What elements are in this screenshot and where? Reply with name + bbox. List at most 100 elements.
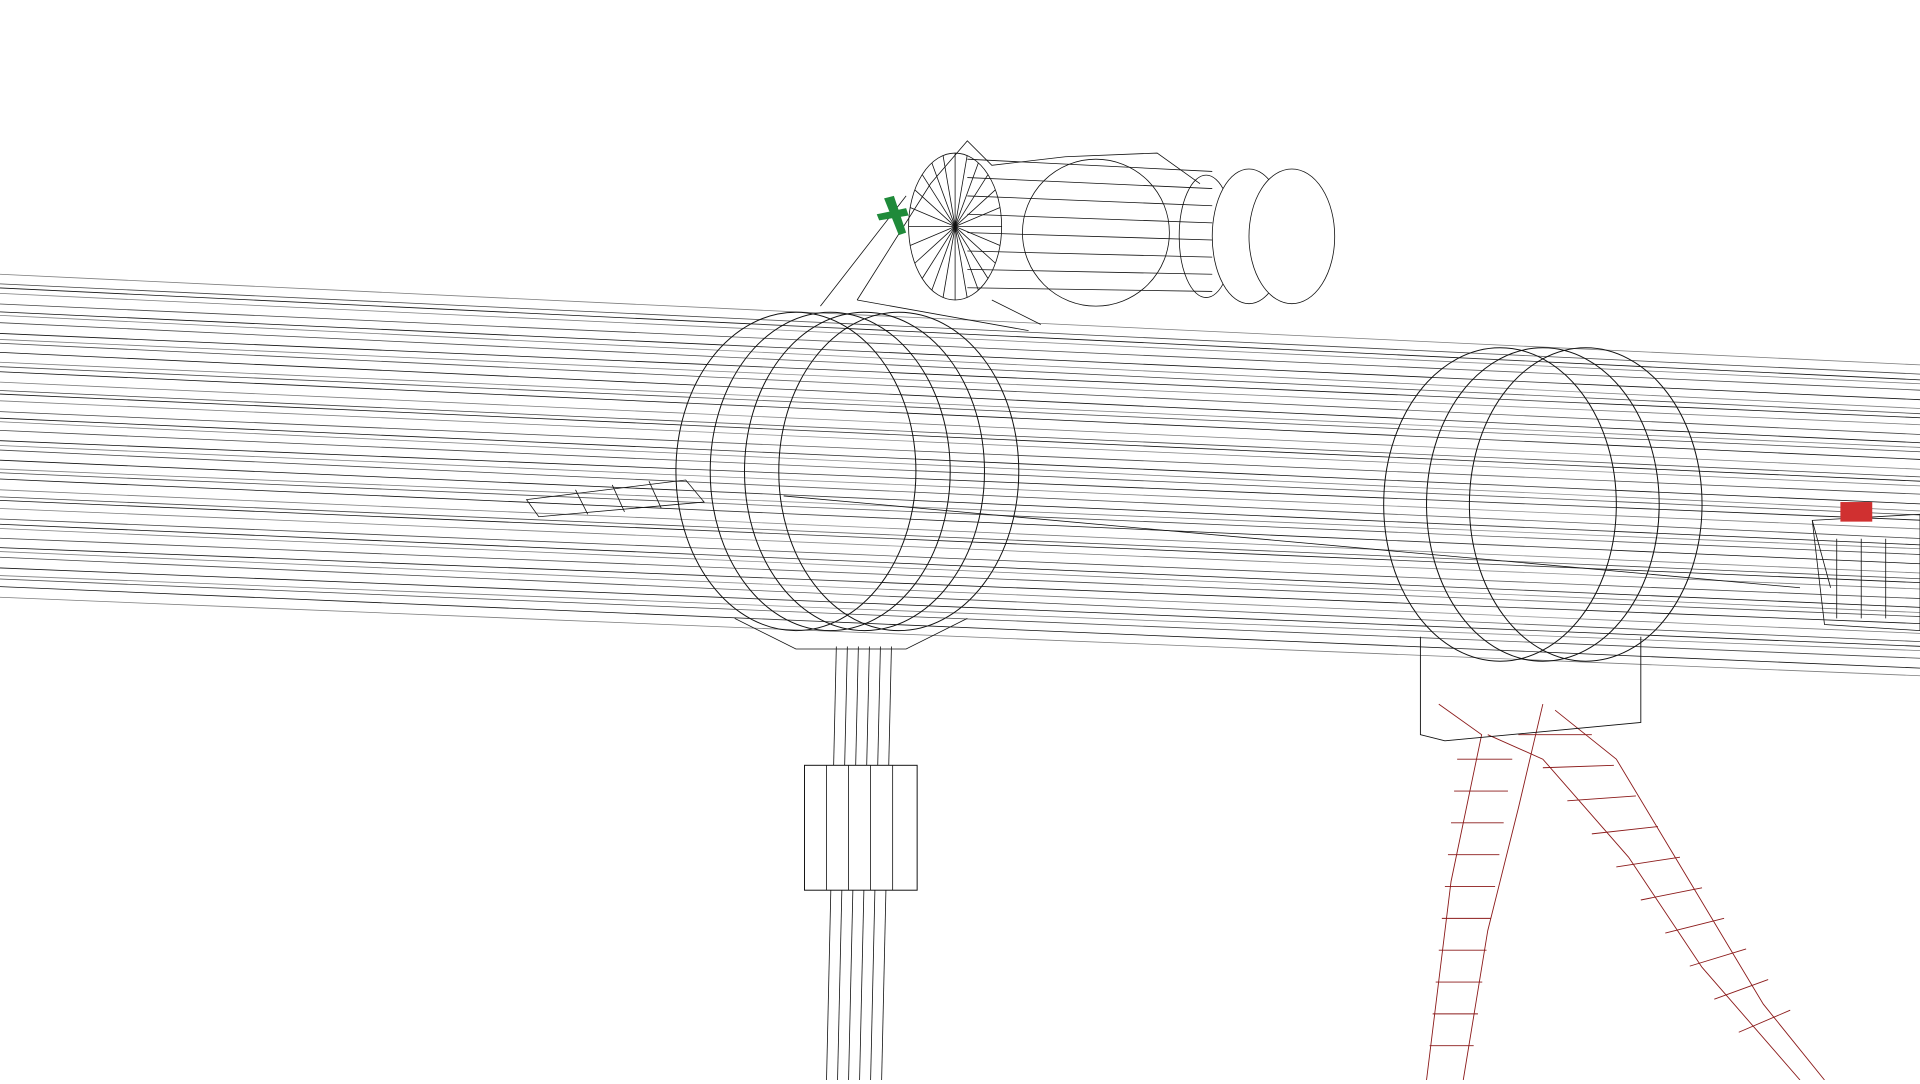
scope-spoke [922,175,955,227]
ring-ellipse [676,312,916,630]
scope-body-line [967,159,1212,171]
tube-edge-line [0,382,1920,469]
scope-spoke [955,175,988,227]
scope-lens-ring [1249,169,1335,304]
tube-edge-line [0,422,1920,511]
scope-spoke [915,227,955,264]
leg-rung [1543,765,1614,767]
scope-body-line [967,269,1212,274]
scope-lens-ring [1022,159,1169,306]
leg-rung [1592,827,1658,834]
ring-ellipse [779,312,1019,630]
tube-edge-line [0,352,1920,442]
tube-edge-line [0,304,1920,390]
scope-spoke [955,227,1000,246]
post-saddle [735,618,968,649]
tube-edge-line [0,548,1920,624]
tube-edge-line [0,401,1920,486]
tube-edge-line [0,391,1920,477]
scope-spoke [955,227,995,264]
tube-edge-line [0,557,1920,641]
scope-spoke [943,227,955,298]
scope-spoke [932,163,955,227]
tube-edge-line [0,579,1920,658]
tube-seam [784,496,1800,588]
tube-edge-line [0,323,1920,414]
tube-edge-line [0,473,1920,555]
tube-edge-line [0,490,1920,573]
bipod-legs [1420,637,1824,1080]
left-leg-outline [1427,704,1543,1080]
tube-edge-line [0,568,1920,646]
tube-edge-line [0,445,1920,528]
green-marker [876,195,909,236]
scope-body-line [967,251,1212,257]
tube-edge-line [0,587,1920,669]
tube-edge-line [0,524,1920,607]
leg-mount [1420,637,1640,741]
leg-rung [1665,918,1724,933]
tube-edge-line [0,339,1920,424]
tube-edge-line [0,528,1920,612]
leg-rung [1567,796,1636,801]
rear-latch [527,480,705,517]
support-post [735,618,968,1080]
tube-edge-line [0,418,1920,504]
scope-spoke [955,208,1000,227]
tube-edge-line [0,508,1920,589]
scope-spoke [922,227,955,279]
scope-spoke [915,190,955,227]
right-leg-outline [1488,710,1825,1080]
clamp-ring-left [676,312,1019,630]
tube-edge-line [0,367,1920,452]
leg-rung [1641,888,1702,900]
scope-spoke [955,227,978,291]
tube-edge-line [0,343,1920,434]
tube-edge-line [0,284,1920,374]
tube-edge-line [0,500,1920,582]
scope-spoke [955,190,995,227]
tube-edge-line [0,394,1920,481]
scope-spoke [955,163,978,227]
tube-edge-line [0,469,1920,549]
main-tube [0,274,1920,675]
ring-ellipse [744,312,984,630]
scope-body-line [967,288,1212,292]
bracket-frame [1812,514,1920,630]
green-marker-shape [876,195,909,236]
tube-edge-line [0,450,1920,538]
scope-mount [820,141,1200,331]
leg-rung [1616,857,1680,867]
tube-edge-line [0,372,1920,460]
scope-spoke [955,227,967,298]
scope-spoke [910,227,955,246]
tube-edge-line [0,274,1920,365]
leg-rung [1714,980,1768,1000]
tube-edge-line [0,576,1920,651]
front-bracket [527,480,1920,631]
tube-edge-line [0,479,1920,564]
scope-spoke [955,156,967,227]
ring-ellipse [1384,348,1617,661]
red-marker [1840,502,1873,522]
tube-edge-line [0,497,1920,579]
leg-rung [1690,949,1746,966]
tube-edge-line [0,552,1920,634]
tube-edge-line [0,430,1920,515]
clamp-ring-right [1384,348,1702,661]
tube-edge-line [0,460,1920,545]
scope-body-line [967,214,1212,223]
post-collar [804,764,918,891]
scope-body-line [967,178,1212,189]
tube-edge-line [0,538,1920,616]
tube-edge-line [0,441,1920,520]
tube-edge-line [0,597,1920,675]
red-marker-shape [1840,502,1873,522]
ring-ellipse [1427,348,1660,661]
tube-edge-line [0,412,1920,495]
tube-edge-line [0,362,1920,447]
scope-body-line [967,196,1212,206]
ring-ellipse [1469,348,1702,661]
